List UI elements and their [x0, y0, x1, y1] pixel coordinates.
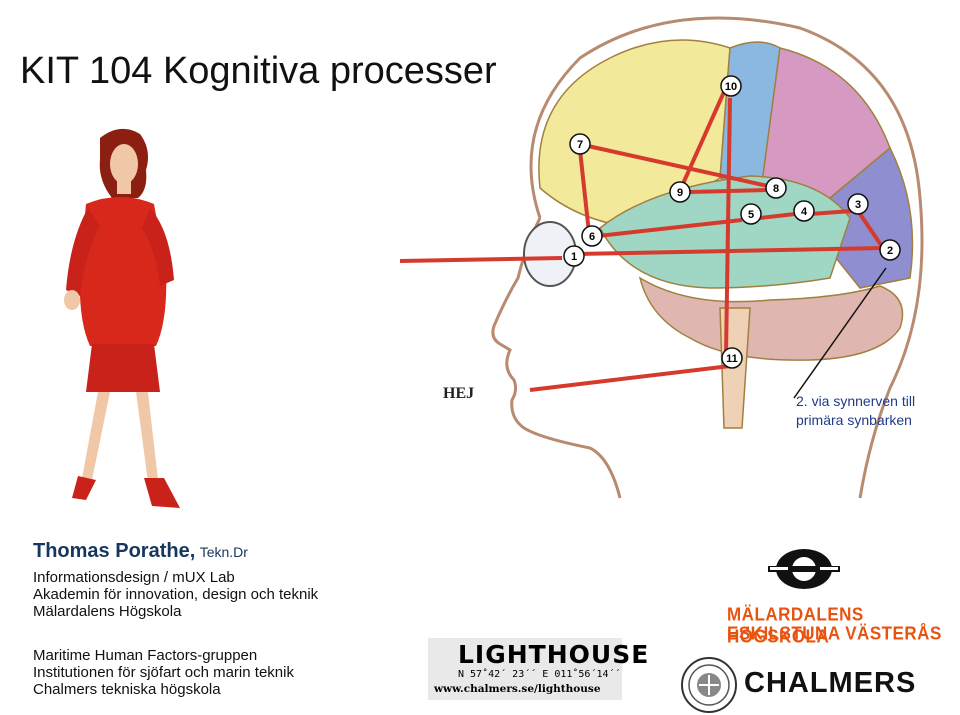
affiliation-mdh: Informationsdesign / mUX Lab Akademin fö…: [33, 569, 318, 620]
affiliation-line: Institutionen för sjöfart och marin tekn…: [33, 664, 294, 681]
woman-illustration: [20, 120, 240, 520]
node-6: 6: [589, 231, 595, 243]
author-degree: Tekn.Dr: [200, 544, 248, 560]
node-10: 10: [725, 81, 737, 93]
hej-label: HEJ: [443, 385, 474, 403]
node-5: 5: [748, 209, 754, 221]
caption-line-1: 2. via synnerven till: [796, 392, 915, 411]
affiliation-line: Maritime Human Factors-gruppen: [33, 647, 294, 664]
lighthouse-logo: LIGHTHOUSE N 57˚42´ 23´´ E 011˚56´14´´ w…: [428, 638, 622, 700]
lighthouse-coords: N 57˚42´ 23´´ E 011˚56´14´´: [458, 669, 621, 680]
affiliation-line: Informationsdesign / mUX Lab: [33, 569, 318, 586]
node-8: 8: [773, 183, 779, 195]
affiliation-chalmers: Maritime Human Factors-gruppen Instituti…: [33, 647, 294, 698]
lighthouse-url: www.chalmers.se/lighthouse: [434, 683, 601, 695]
mdh-location: ESKILSTUNA VÄSTERÅS: [727, 623, 942, 645]
node-1: 1: [571, 251, 577, 263]
node-9: 9: [677, 187, 683, 199]
affiliation-line: Akademin för innovation, design och tekn…: [33, 586, 318, 603]
chalmers-seal-icon: [680, 656, 738, 714]
author-heading: Thomas Porathe, Tekn.Dr: [33, 540, 248, 563]
diagram-caption: 2. via synnerven till primära synbarken: [796, 392, 915, 430]
node-2: 2: [887, 245, 893, 257]
brain-diagram: 1 2 3 4 5 6 7 8 9 10 11: [390, 8, 950, 508]
author-name: Thomas Porathe,: [33, 540, 195, 562]
node-3: 3: [855, 199, 861, 211]
affiliation-line: Mälardalens Högskola: [33, 603, 318, 620]
caption-line-2: primära synbarken: [796, 411, 915, 430]
lighthouse-brand: LIGHTHOUSE: [458, 640, 649, 669]
affiliation-line: Chalmers tekniska högskola: [33, 681, 294, 698]
cerebellum: [640, 278, 903, 360]
chalmers-wordmark: CHALMERS: [744, 667, 916, 700]
mdh-logo-icon: [768, 544, 840, 594]
node-11: 11: [726, 353, 738, 365]
node-4: 4: [801, 206, 808, 218]
node-7: 7: [577, 139, 583, 151]
